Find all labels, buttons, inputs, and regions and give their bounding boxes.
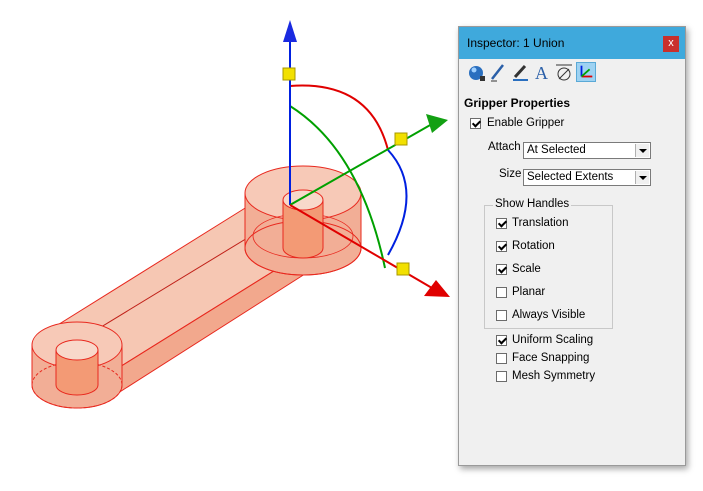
scale-handle-z[interactable] bbox=[282, 67, 296, 81]
mesh-symmetry-checkbox[interactable] bbox=[496, 371, 507, 382]
face-snapping-label: Face Snapping bbox=[512, 352, 590, 364]
scale-handle-x[interactable] bbox=[396, 262, 410, 276]
rotation-arc-blue[interactable] bbox=[387, 149, 408, 256]
rotation-checkbox[interactable] bbox=[496, 241, 507, 252]
rotation-arc-green[interactable] bbox=[289, 105, 386, 269]
inspector-title: Inspector: 1 Union bbox=[467, 36, 565, 50]
transform-gripper[interactable] bbox=[282, 20, 450, 297]
attach-dropdown[interactable]: At Selected bbox=[523, 142, 651, 159]
always-visible-checkbox[interactable] bbox=[496, 310, 507, 321]
size-value: Selected Extents bbox=[527, 171, 614, 183]
show-handles-legend: Show Handles bbox=[493, 198, 572, 210]
measure-icon[interactable] bbox=[554, 62, 574, 82]
enable-gripper-checkbox[interactable] bbox=[470, 118, 481, 129]
mesh-symmetry-label: Mesh Symmetry bbox=[512, 370, 596, 382]
face-snapping-checkbox[interactable] bbox=[496, 353, 507, 364]
size-label: Size bbox=[499, 168, 522, 180]
text-icon[interactable]: A bbox=[532, 62, 552, 82]
x-axis-arrow[interactable] bbox=[424, 280, 450, 297]
paint-icon[interactable] bbox=[510, 62, 530, 82]
inspector-panel: Inspector: 1 Union x A Gripper Propertie… bbox=[458, 26, 686, 466]
scale-label: Scale bbox=[512, 263, 541, 275]
rotation-label: Rotation bbox=[512, 240, 555, 252]
attach-label: Attach bbox=[488, 141, 521, 153]
chevron-down-icon[interactable] bbox=[635, 171, 649, 184]
svg-text:A: A bbox=[535, 63, 548, 82]
attach-value: At Selected bbox=[527, 144, 586, 156]
size-dropdown[interactable]: Selected Extents bbox=[523, 169, 651, 186]
always-visible-label: Always Visible bbox=[512, 309, 586, 321]
close-button[interactable]: x bbox=[663, 36, 679, 52]
planar-checkbox[interactable] bbox=[496, 287, 507, 298]
section-title: Gripper Properties bbox=[464, 96, 571, 110]
translation-checkbox[interactable] bbox=[496, 218, 507, 229]
translation-label: Translation bbox=[512, 217, 569, 229]
planar-label: Planar bbox=[512, 286, 546, 298]
left-boss bbox=[31, 321, 123, 409]
enable-gripper-label: Enable Gripper bbox=[487, 117, 565, 129]
y-axis-arrow[interactable] bbox=[426, 114, 448, 133]
scale-handle-y[interactable] bbox=[394, 132, 408, 146]
y-axis-line bbox=[289, 123, 433, 206]
material-icon[interactable] bbox=[466, 62, 486, 82]
rotation-arc-red[interactable] bbox=[289, 84, 389, 151]
inspector-titlebar[interactable]: Inspector: 1 Union x bbox=[459, 27, 685, 59]
z-axis-arrow[interactable] bbox=[283, 20, 297, 42]
uniform-scaling-checkbox[interactable] bbox=[496, 335, 507, 346]
connecting-rod-model[interactable] bbox=[31, 165, 362, 409]
right-boss bbox=[244, 165, 362, 276]
chevron-down-icon[interactable] bbox=[635, 144, 649, 157]
uniform-scaling-label: Uniform Scaling bbox=[512, 334, 594, 346]
pencil-icon[interactable] bbox=[488, 62, 508, 82]
scale-checkbox[interactable] bbox=[496, 264, 507, 275]
gripper-icon[interactable] bbox=[576, 62, 596, 82]
